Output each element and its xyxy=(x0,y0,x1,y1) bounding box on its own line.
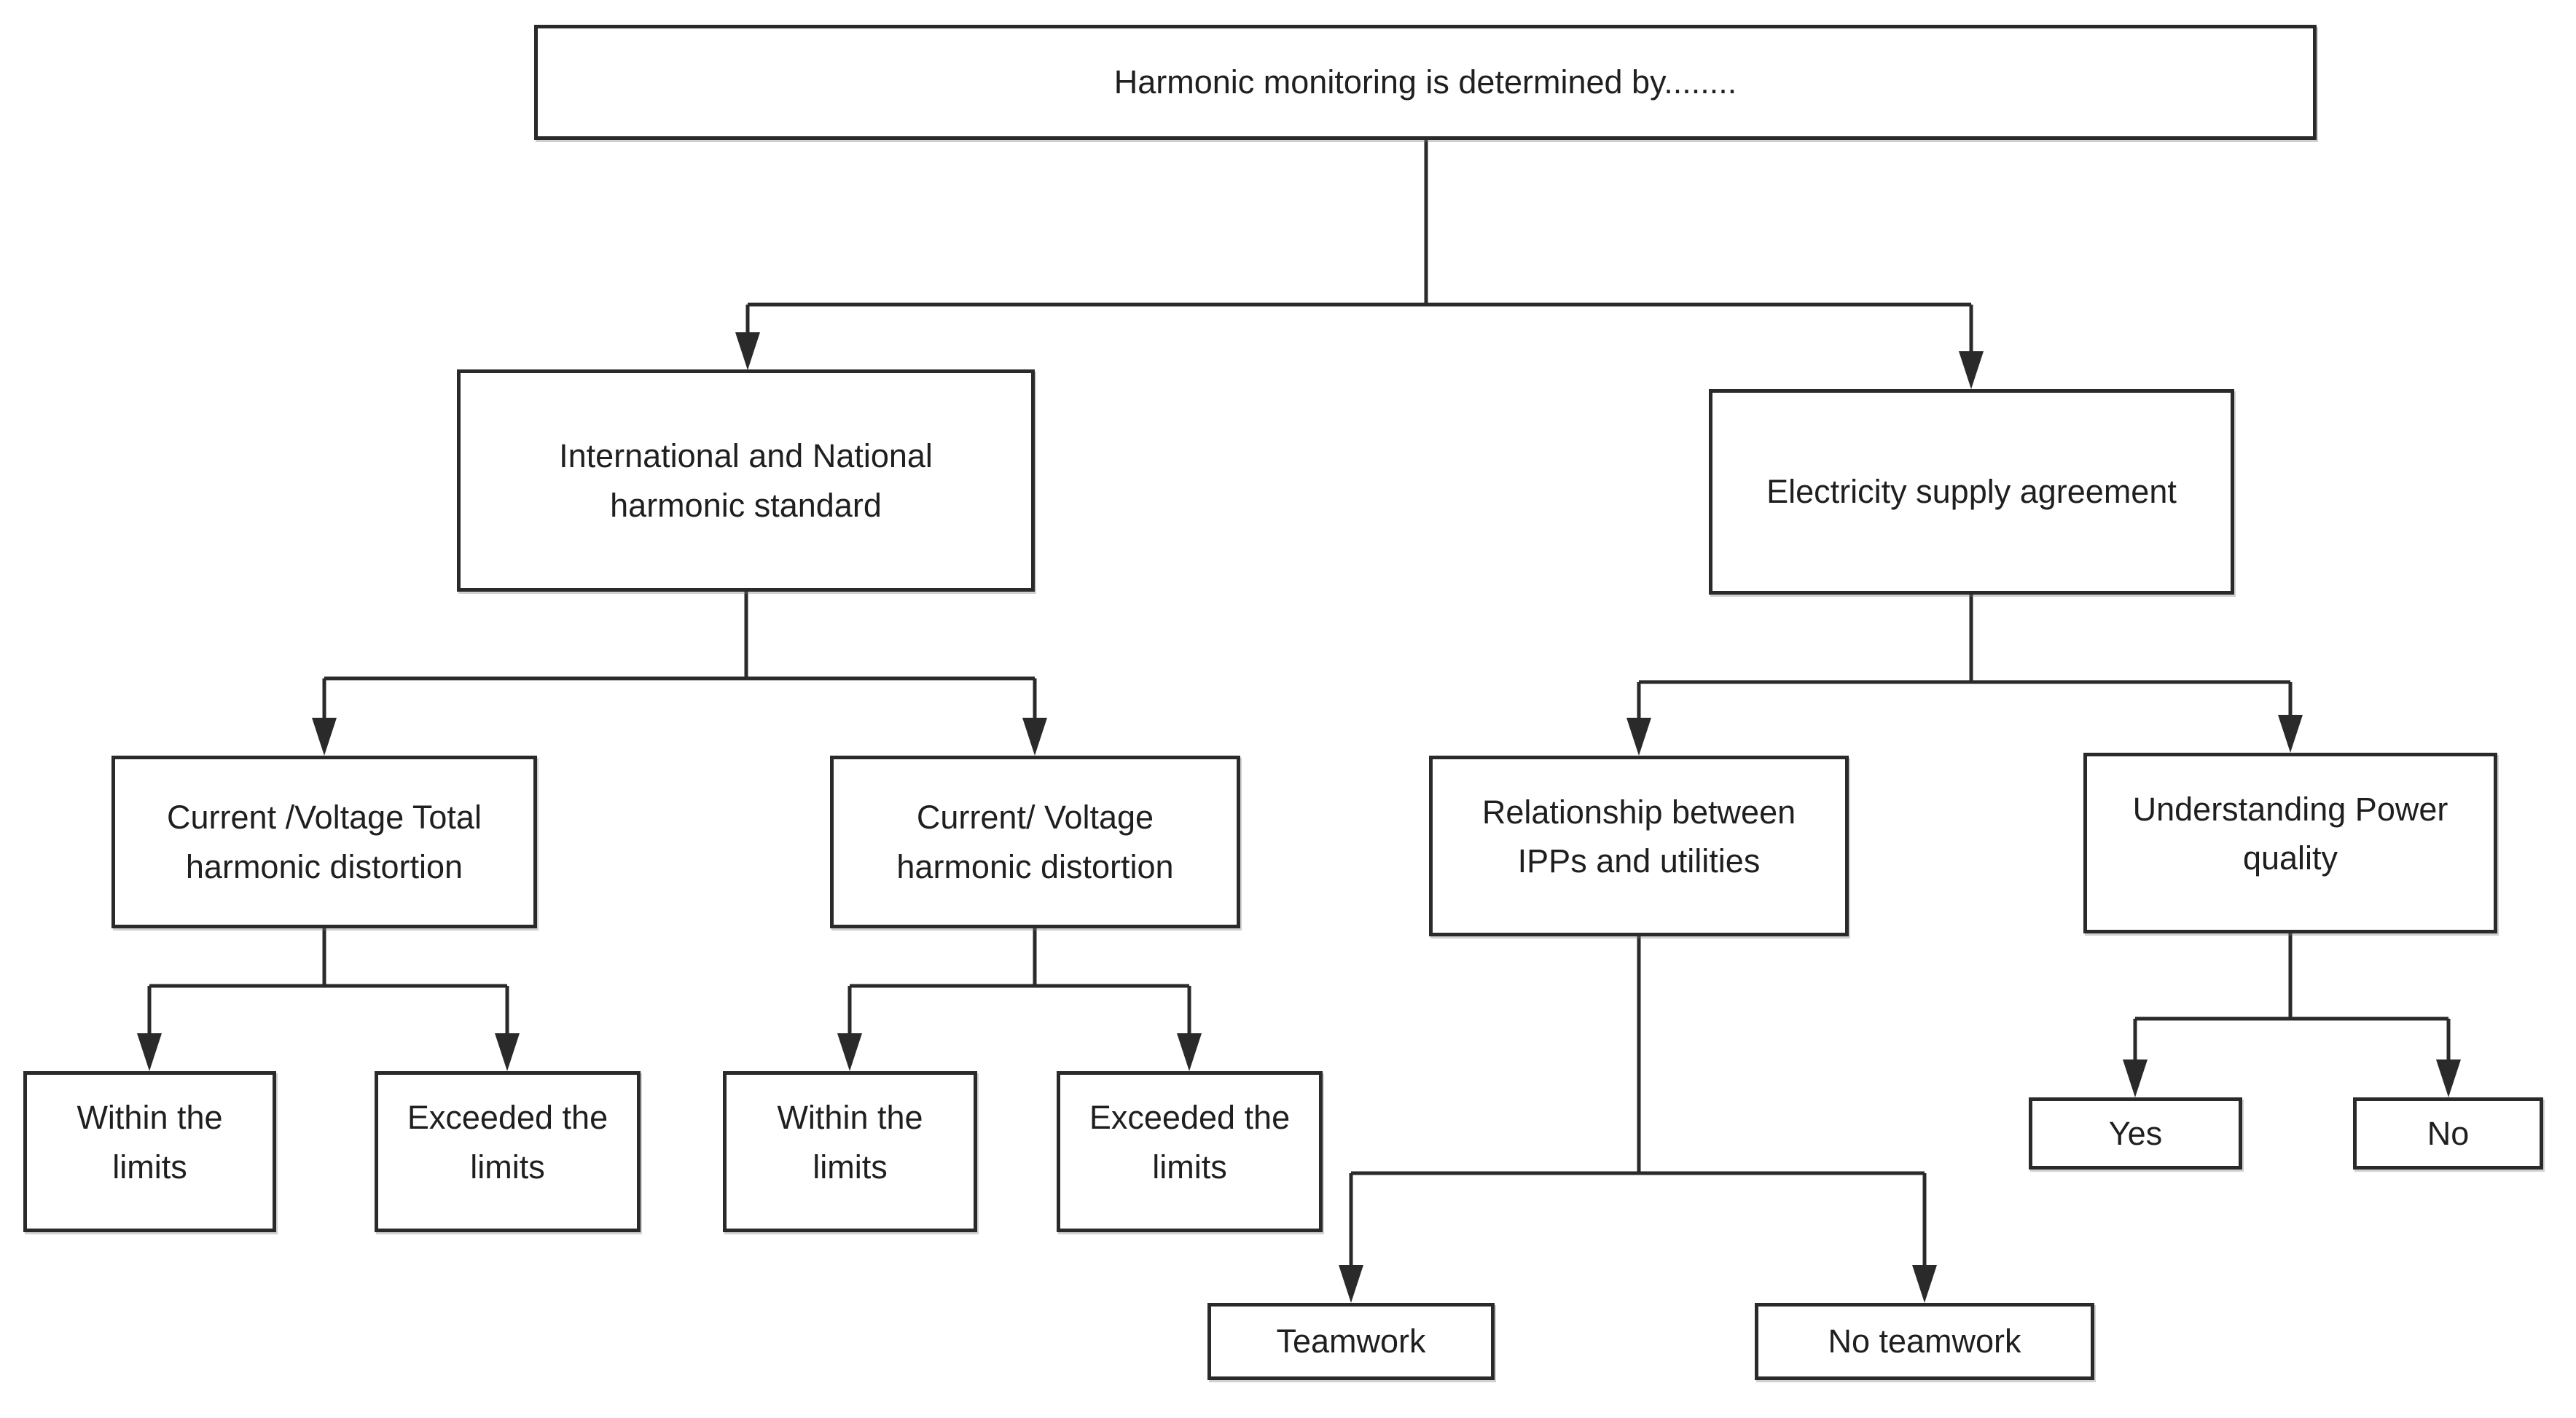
node-teamwork: Teamwork xyxy=(1207,1303,1495,1380)
node-understanding-power-quality: Understanding Power quality xyxy=(2083,753,2497,933)
connector-thd-total-to-children xyxy=(137,928,520,1071)
node-no-teamwork: No teamwork xyxy=(1755,1303,2094,1380)
node-current-voltage-total-thd: Current /Voltage Total harmonic distorti… xyxy=(111,756,537,928)
connector-thd-to-children xyxy=(837,928,1202,1071)
node-within-limits-1: Within the limits xyxy=(23,1071,276,1232)
node-within-limits-2: Within the limits xyxy=(723,1071,977,1232)
node-exceeded-limits-2: Exceeded the limits xyxy=(1057,1071,1323,1232)
connector-power-quality-to-children xyxy=(2123,933,2461,1097)
node-exceeded-limits-1: Exceeded the limits xyxy=(375,1071,641,1232)
connector-relationship-to-children xyxy=(1339,936,1937,1303)
node-current-voltage-thd: Current/ Voltage harmonic distortion xyxy=(830,756,1240,928)
node-yes: Yes xyxy=(2029,1097,2242,1170)
connector-standard-to-children xyxy=(312,592,1047,756)
connector-agreement-to-children xyxy=(1626,595,2303,756)
node-international-national-standard: International and National harmonic stan… xyxy=(457,369,1035,592)
connector-root-to-children xyxy=(735,140,1984,389)
node-no: No xyxy=(2353,1097,2543,1170)
node-electricity-supply-agreement: Electricity supply agreement xyxy=(1709,389,2234,595)
node-relationship-ipps-utilities: Relationship between IPPs and utilities xyxy=(1429,756,1849,936)
node-root: Harmonic monitoring is determined by....… xyxy=(534,25,2317,140)
